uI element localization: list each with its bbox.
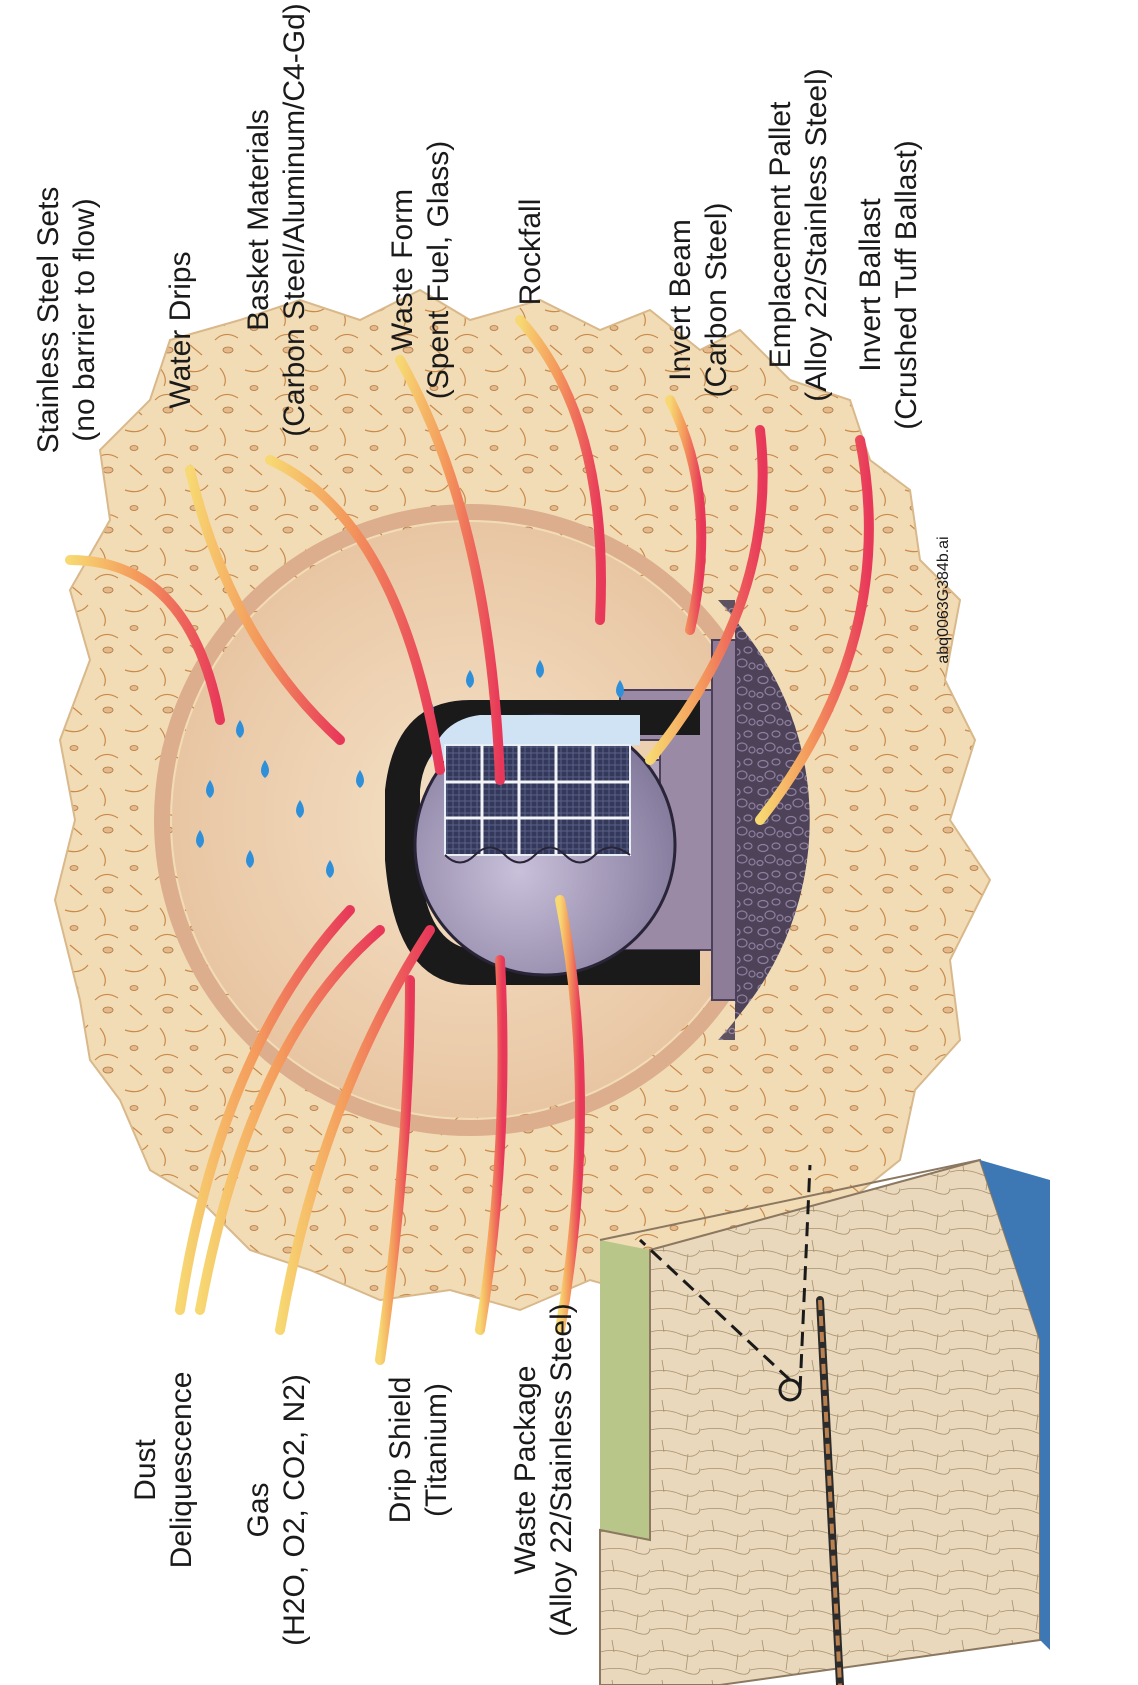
invert-beam	[712, 640, 736, 1000]
svg-text:(Alloy 22/Stainless Steel): (Alloy 22/Stainless Steel)	[545, 1303, 578, 1637]
svg-text:(Carbon Steel): (Carbon Steel)	[700, 202, 733, 397]
label-rockfall: Rockfall	[514, 199, 547, 306]
svg-text:Invert Ballast: Invert Ballast	[854, 198, 887, 372]
svg-text:(Spent Fuel, Glass): (Spent Fuel, Glass)	[422, 141, 455, 399]
svg-text:Drip Shield: Drip Shield	[384, 1377, 417, 1524]
svg-text:Waste Package: Waste Package	[509, 1366, 542, 1575]
svg-text:Waste Form: Waste Form	[386, 189, 419, 351]
svg-text:(Crushed Tuff Ballast): (Crushed Tuff Ballast)	[890, 140, 923, 430]
waste-form-basket	[430, 715, 640, 863]
svg-text:Stainless Steel Sets: Stainless Steel Sets	[32, 187, 65, 454]
label-emplacement-pallet: Emplacement Pallet (Alloy 22/Stainless S…	[764, 68, 833, 402]
label-invert-ballast: Invert Ballast (Crushed Tuff Ballast)	[854, 140, 923, 430]
label-waste-package: Waste Package (Alloy 22/Stainless Steel)	[509, 1303, 578, 1637]
label-gas: Gas (H2O, O2, CO2, N2)	[242, 1374, 311, 1646]
svg-text:Rockfall: Rockfall	[514, 199, 547, 306]
svg-text:Basket Materials: Basket Materials	[242, 109, 275, 331]
svg-text:(no barrier to flow): (no barrier to flow)	[68, 198, 101, 441]
svg-text:(Carbon Steel/Aluminum/C4-Gd): (Carbon Steel/Aluminum/C4-Gd)	[278, 3, 311, 437]
svg-text:Emplacement Pallet: Emplacement Pallet	[764, 101, 797, 368]
svg-text:Dust: Dust	[129, 1438, 162, 1500]
svg-text:Water Drips: Water Drips	[164, 251, 197, 408]
svg-text:(Titanium): (Titanium)	[420, 1383, 453, 1517]
svg-text:(H2O, O2, CO2, N2): (H2O, O2, CO2, N2)	[278, 1374, 311, 1646]
label-drip-shield: Drip Shield (Titanium)	[384, 1377, 453, 1524]
label-dust: Dust Deliquescence	[129, 1372, 198, 1569]
label-water-drips: Water Drips	[164, 251, 197, 408]
svg-text:Deliquescence: Deliquescence	[165, 1372, 198, 1569]
svg-text:Gas: Gas	[242, 1482, 275, 1537]
svg-text:Invert Beam: Invert Beam	[664, 219, 697, 381]
label-stainless-steel-sets: Stainless Steel Sets (no barrier to flow…	[32, 187, 101, 454]
svg-text:(Alloy 22/Stainless Steel): (Alloy 22/Stainless Steel)	[800, 68, 833, 402]
file-id: abq0063G384b.ai	[935, 536, 952, 663]
